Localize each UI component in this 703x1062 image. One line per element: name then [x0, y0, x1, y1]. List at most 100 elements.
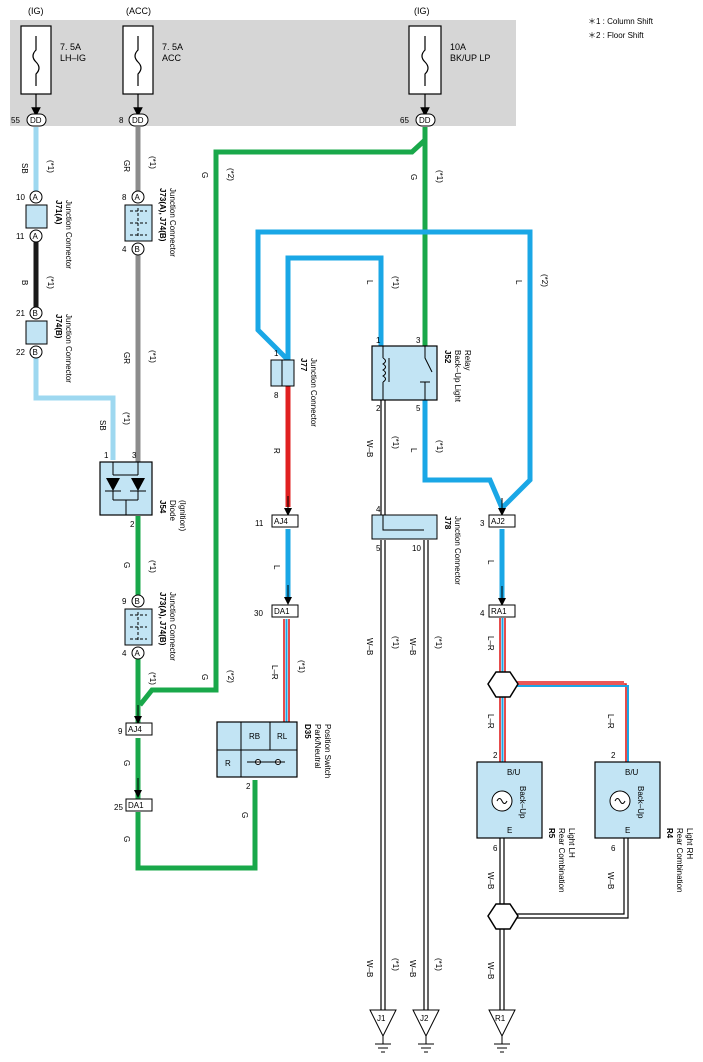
label-n1-sb-2: (*1) — [122, 412, 131, 425]
j71-code: J71(A) — [54, 200, 63, 225]
wire-sb — [33, 127, 116, 460]
j73b-desc: Junction Connector — [168, 592, 177, 661]
j74b-desc: Junction Connector — [64, 314, 73, 383]
label-g-aj4: G — [122, 760, 131, 766]
j71-pin-bot: 11 — [16, 232, 25, 241]
r5-e: E — [507, 826, 512, 835]
j71-letter-top: A — [33, 193, 39, 202]
r5-pin-top: 2 — [493, 751, 498, 760]
da1b-connector — [125, 798, 153, 812]
j78-pin-4: 4 — [376, 505, 381, 514]
r4-desc1: Rear Combination — [675, 828, 684, 892]
d35-pin: 2 — [246, 782, 251, 791]
r5-bu: B/U — [507, 768, 521, 777]
label-n1-wb-j2-mid: (*1) — [434, 636, 443, 649]
j77-pin-top: 1 — [274, 349, 279, 358]
j74b-letter-bot: B — [33, 348, 38, 357]
label-n1-g-diode: (*1) — [148, 560, 157, 573]
label-n1-g-relay: (*1) — [435, 170, 444, 183]
j52-desc2: Relay — [463, 350, 472, 370]
label-g-switch: G — [240, 812, 249, 818]
fuse-lhig-pin: 55 — [11, 116, 20, 125]
j74b-code: J74(B) — [54, 314, 63, 339]
r5-pin-bot: 6 — [493, 844, 498, 853]
aj4b-connector — [125, 722, 153, 736]
wire-g-diode — [135, 516, 258, 871]
r4-pin-bot: 6 — [611, 844, 616, 853]
da1b-conn: DA1 — [128, 801, 144, 810]
label-wb-r4: W–B — [606, 872, 615, 889]
ground-j1: J1 — [369, 1009, 397, 1053]
label-r: R — [272, 448, 281, 454]
wire-lr-switch — [283, 619, 290, 722]
fuse-lhig-conn: DD — [30, 116, 42, 125]
label-l-2: L — [514, 280, 523, 285]
r4-e: E — [625, 826, 630, 835]
label-lr-r5: L–R — [486, 714, 495, 729]
j73b-letter-bot: A — [135, 649, 141, 658]
label-wb-r5: W–B — [486, 872, 495, 889]
label-l-da1: L — [272, 565, 281, 570]
label-n1-gr-2: (*1) — [148, 350, 157, 363]
label-n1-wb-j2-low: (*1) — [434, 958, 443, 971]
wire-l-relay-1 — [285, 255, 384, 360]
j77-desc: Junction Connector — [309, 358, 318, 427]
fuse-lhig-name: LH–IG — [60, 53, 86, 63]
j71-connector — [25, 204, 48, 229]
wire-lr-lamps — [499, 618, 627, 762]
label-l-relay-1: L — [365, 280, 374, 285]
j71-pin-top: 10 — [16, 193, 25, 202]
aj2-connector — [488, 514, 516, 528]
label-n2-top: (*2) — [226, 168, 235, 181]
label-gr-2: GR — [122, 352, 131, 364]
label-n1-l-relay-5: (*1) — [435, 440, 444, 453]
label-wb-relay: W–B — [365, 440, 374, 457]
da1b-pin: 25 — [114, 803, 123, 812]
d35-code: D35 — [303, 724, 312, 739]
d35-rb: RB — [249, 732, 260, 741]
fuse-bkup-name: BK/UP LP — [450, 53, 490, 63]
fuse-bkup-conn: DD — [419, 116, 431, 125]
ground-j1-label: J1 — [377, 1014, 386, 1023]
aj2-pin: 3 — [480, 519, 485, 528]
j52-relay — [371, 345, 438, 401]
j73a-code: J73(A), J74(B) — [158, 188, 167, 242]
j77-code: J77 — [299, 358, 308, 372]
label-n1-wb-relay: (*1) — [391, 436, 400, 449]
j73a-desc: Junction Connector — [168, 188, 177, 257]
splice-wb — [487, 903, 519, 930]
r4-pin-top: 2 — [611, 751, 616, 760]
r4-bu: B/U — [625, 768, 639, 777]
label-g-2-top: G — [200, 172, 209, 178]
splice-lr — [487, 671, 519, 698]
d35-contact-icon — [247, 759, 285, 765]
j78-pin-5: 5 — [376, 544, 381, 553]
fuse-acc-conn: DD — [132, 116, 144, 125]
r4-code: R4 — [665, 828, 674, 839]
label-wb-j1-low: W–B — [365, 960, 374, 977]
label-sb-2: SB — [98, 420, 107, 431]
label-n2-low: (*2) — [226, 670, 235, 683]
j73a-pin-bot: 4 — [122, 245, 127, 254]
r5-desc2: Light LH — [567, 828, 576, 858]
j52-code: J52 — [443, 350, 452, 364]
r5-desc1: Rear Combination — [557, 828, 566, 892]
label-l-ra1: L — [486, 560, 495, 565]
fuse-acc-name: ACC — [162, 53, 182, 63]
j74b-connector — [25, 320, 48, 345]
j52-pin-2: 2 — [376, 404, 381, 413]
label-n1-lr-switch: (*1) — [297, 660, 306, 673]
r4-desc2: Light RH — [685, 828, 694, 859]
label-wb-j1-mid: W–B — [365, 638, 374, 655]
j52-pin-1: 1 — [376, 336, 381, 345]
j71-letter-bot: A — [33, 232, 39, 241]
j52-desc1: Back–Up Light — [453, 350, 462, 403]
j54-diode-icon — [106, 478, 145, 491]
j74b-pin-top: 21 — [16, 309, 25, 318]
label-g-diode: G — [122, 562, 131, 568]
j54-desc1: Diode — [168, 500, 177, 521]
wire-l-relay-5 — [422, 400, 505, 509]
label-sb-1: SB — [20, 163, 29, 174]
ground-r1-icon — [494, 1036, 510, 1053]
label-g-da1: G — [122, 836, 131, 842]
